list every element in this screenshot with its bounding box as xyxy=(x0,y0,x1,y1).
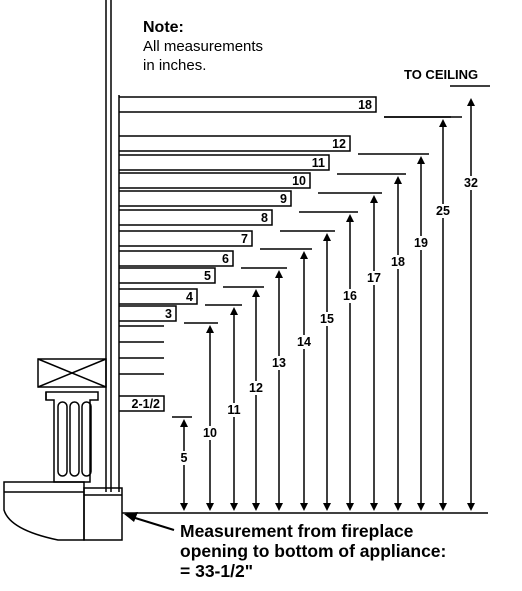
mantel-step: 8 xyxy=(119,209,273,226)
height-label: 12 xyxy=(249,381,263,395)
mantel-step: 12 xyxy=(119,135,351,152)
to-ceiling-label: TO CEILING xyxy=(404,67,479,82)
mantel-step: 6 xyxy=(119,250,234,267)
mantel-step: 5 xyxy=(119,267,216,284)
height-label: 15 xyxy=(320,312,334,326)
height-label: 10 xyxy=(203,426,217,440)
height-label-bg xyxy=(434,204,452,218)
mantel-step: 18 xyxy=(119,96,377,113)
height-label-bg xyxy=(341,289,359,303)
height-arrows: 5 10 11 12 13 14 15 16 17 18 19 25 32 xyxy=(172,98,480,511)
height-label-bg xyxy=(389,255,407,269)
note-line-2: in inches. xyxy=(143,57,207,74)
note: Note: All measurements in inches. xyxy=(143,18,263,75)
height-label-bg xyxy=(365,271,383,285)
caption-line-3: = 33-1/2" xyxy=(180,561,253,581)
step-depth-label: 4 xyxy=(186,290,193,304)
mantel-step: 7 xyxy=(119,230,253,247)
caption-line-2: opening to bottom of appliance: xyxy=(180,541,447,561)
caption-pointer xyxy=(124,512,175,531)
step-depth-label: 10 xyxy=(292,174,306,188)
step-depth-label: 18 xyxy=(358,98,372,112)
fireplace-appliance xyxy=(3,358,123,541)
step-depth-label: 11 xyxy=(312,156,325,170)
height-label: 14 xyxy=(297,335,311,349)
height-label: 5 xyxy=(181,451,188,465)
wall xyxy=(105,0,120,492)
mantel-step: 3 xyxy=(119,305,177,322)
height-label: 25 xyxy=(436,204,450,218)
height-label: 13 xyxy=(272,356,286,370)
step-depth-label: 3 xyxy=(165,307,172,321)
caption-line-1: Measurement from fireplace xyxy=(180,521,414,541)
mantel-step: 10 xyxy=(119,172,311,189)
step-depth-label: 2-1/2 xyxy=(132,397,161,411)
height-label-bg xyxy=(225,403,243,417)
height-label-bg xyxy=(318,312,336,326)
step-depth-label: 12 xyxy=(332,137,346,151)
height-label-bg xyxy=(201,426,219,440)
mantel-step: 11 xyxy=(119,154,330,171)
height-label: 16 xyxy=(343,289,357,303)
height-label: 19 xyxy=(414,236,428,250)
mantel-step: 4 xyxy=(119,288,198,305)
height-label-bg xyxy=(270,356,288,370)
height-label: 17 xyxy=(367,271,381,285)
step-depth-label: 6 xyxy=(222,252,229,266)
mantel-step: 9 xyxy=(119,190,292,207)
height-label: 32 xyxy=(464,176,478,190)
height-label-bg xyxy=(175,451,193,465)
note-line-1: All measurements xyxy=(143,38,264,55)
step-depth-label: 5 xyxy=(204,269,211,283)
height-label: 18 xyxy=(391,255,405,269)
height-label-bg xyxy=(295,335,313,349)
mantel-step: 2-1/2 xyxy=(119,395,165,412)
height-label: 11 xyxy=(227,403,240,417)
step-depth-label: 8 xyxy=(261,211,268,225)
height-label-bg xyxy=(412,236,430,250)
step-depth-label: 7 xyxy=(241,232,248,246)
note-title: Note: xyxy=(143,19,184,36)
height-label-bg xyxy=(462,176,480,190)
step-depth-label: 9 xyxy=(280,192,287,206)
height-label-bg xyxy=(247,381,265,395)
caption: Measurement from fireplace opening to bo… xyxy=(180,521,446,581)
